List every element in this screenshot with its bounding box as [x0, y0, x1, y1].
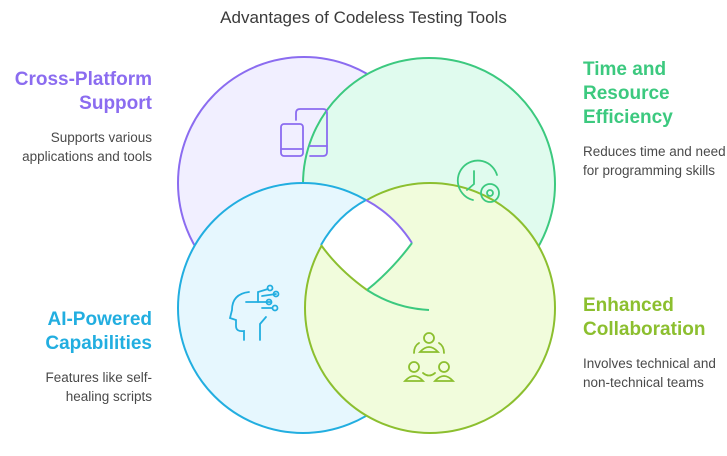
- devices-icon: [280, 108, 328, 157]
- diagram-title: Advantages of Codeless Testing Tools: [220, 8, 507, 27]
- item-cross-platform: Cross-Platform Support Supports various …: [2, 68, 152, 166]
- item-heading: AI-Powered Capabilities: [45, 309, 152, 354]
- item-heading: Time and Resource Efficiency: [583, 59, 673, 128]
- item-heading: Enhanced Collaboration: [583, 295, 706, 340]
- item-description: Features like self-healing scripts: [45, 370, 152, 404]
- item-collaboration: Enhanced Collaboration Involves technica…: [583, 294, 727, 392]
- item-description: Supports various applications and tools: [22, 130, 152, 164]
- team-icon: [402, 332, 456, 382]
- ai-head-icon: [228, 284, 280, 341]
- item-description: Involves technical and non-technical tea…: [583, 356, 716, 390]
- item-description: Reduces time and need for programming sk…: [583, 144, 726, 178]
- center-hole: [321, 200, 412, 290]
- clock-gear-icon: [456, 159, 500, 203]
- item-heading: Cross-Platform Support: [14, 69, 152, 114]
- item-time-efficiency: Time and Resource Efficiency Reduces tim…: [583, 58, 727, 180]
- item-ai-powered: AI-Powered Capabilities Features like se…: [2, 308, 152, 406]
